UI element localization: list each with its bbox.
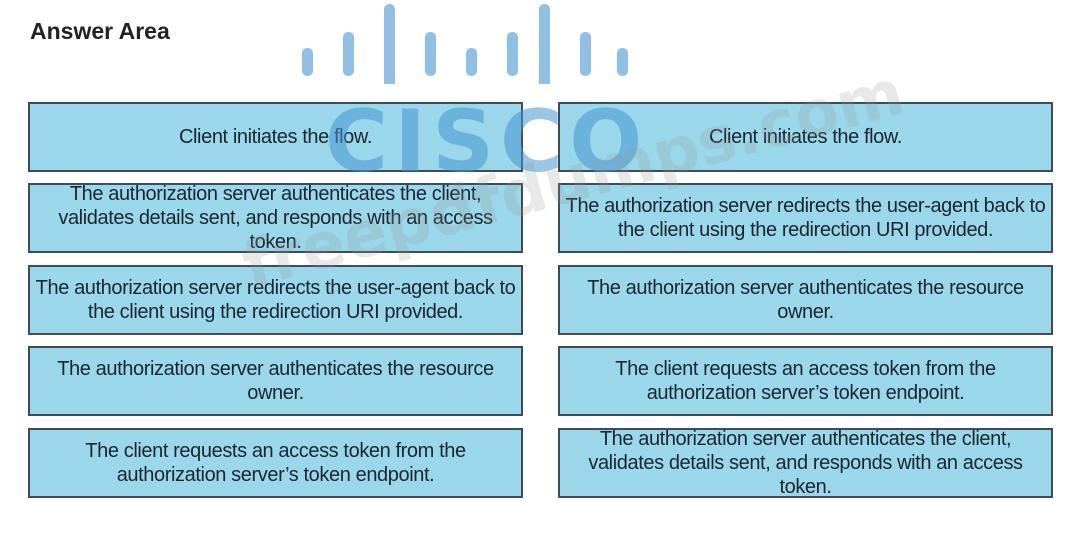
left-answer-item-2[interactable]: The authorization server authenticates t… [28, 183, 523, 253]
answer-area-title: Answer Area [30, 18, 170, 44]
right-answer-item-1[interactable]: Client initiates the flow. [558, 102, 1053, 172]
cisco-bars-watermark-icon [302, 4, 628, 84]
left-answer-item-3[interactable]: The authorization server redirects the u… [28, 265, 523, 335]
left-answer-item-5[interactable]: The client requests an access token from… [28, 428, 523, 498]
left-answer-item-1[interactable]: Client initiates the flow. [28, 102, 523, 172]
left-answer-item-4[interactable]: The authorization server authenticates t… [28, 346, 523, 416]
right-answer-item-5[interactable]: The authorization server authenticates t… [558, 428, 1053, 498]
right-answer-item-4[interactable]: The client requests an access token from… [558, 346, 1053, 416]
right-answer-item-2[interactable]: The authorization server redirects the u… [558, 183, 1053, 253]
right-answer-item-3[interactable]: The authorization server authenticates t… [558, 265, 1053, 335]
